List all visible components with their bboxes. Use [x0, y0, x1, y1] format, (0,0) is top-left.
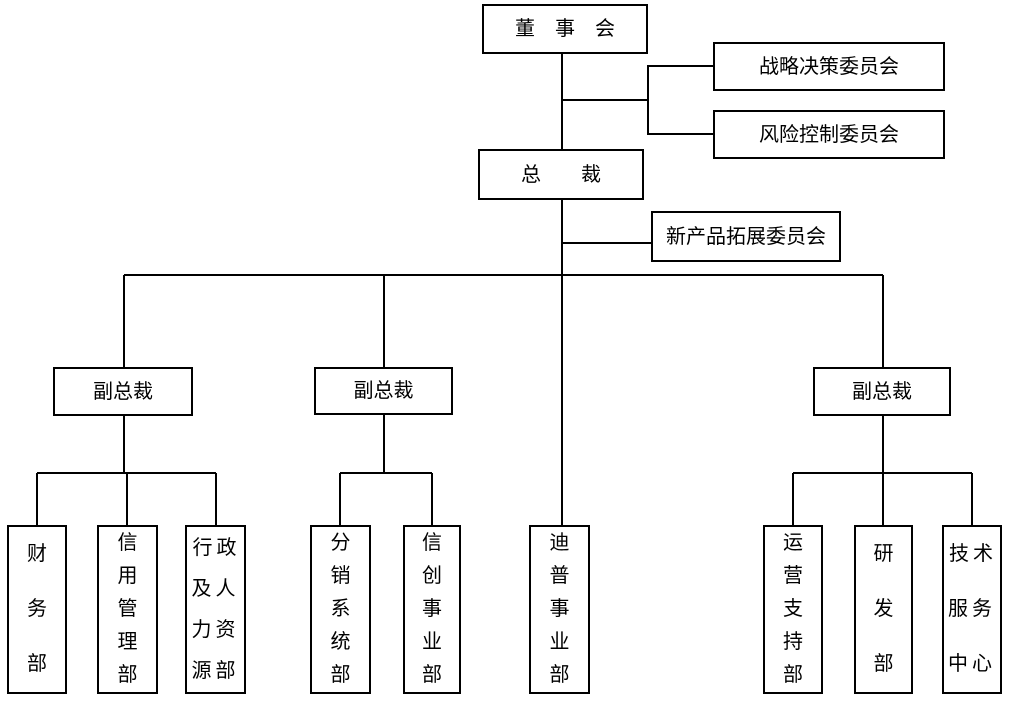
dept-label: 信创事业部 — [422, 532, 442, 686]
dept-label: 信用管理部 — [117, 532, 138, 686]
org-node-new-product-committee: 新产品拓展委员会 — [651, 211, 841, 262]
org-node-strategy-committee: 战略决策委员会 — [713, 42, 945, 91]
org-node-dept-dipu-business: 迪普事业部 — [529, 525, 590, 694]
dept-label: 技术服务中心 — [948, 543, 997, 675]
org-node-dept-finance: 财务部 — [7, 525, 67, 694]
org-node-dept-tech-service-center: 技术服务中心 — [942, 525, 1002, 694]
org-node-vice-president-3: 副总裁 — [813, 367, 951, 416]
org-node-board: 董 事 会 — [482, 4, 648, 54]
org-node-dept-operations-support: 运营支持部 — [763, 525, 823, 694]
dept-label: 财务部 — [27, 543, 47, 675]
org-node-dept-distribution-system: 分销系统部 — [310, 525, 371, 694]
org-node-risk-committee: 风险控制委员会 — [713, 110, 945, 159]
org-node-vice-president-1: 副总裁 — [53, 367, 193, 416]
dept-label: 研发部 — [873, 543, 894, 675]
org-node-dept-admin-hr: 行政及人力资源部 — [185, 525, 246, 694]
dept-label: 分销系统部 — [330, 532, 351, 686]
org-node-dept-credit-management: 信用管理部 — [97, 525, 158, 694]
dept-label: 运营支持部 — [783, 532, 803, 686]
org-node-dept-rnd: 研发部 — [854, 525, 913, 694]
dept-label: 迪普事业部 — [549, 532, 570, 686]
org-node-vice-president-2: 副总裁 — [314, 367, 453, 415]
org-node-dept-xinchuang-business: 信创事业部 — [403, 525, 461, 694]
dept-label: 行政及人力资源部 — [191, 536, 241, 682]
org-node-president: 总 裁 — [478, 149, 644, 200]
